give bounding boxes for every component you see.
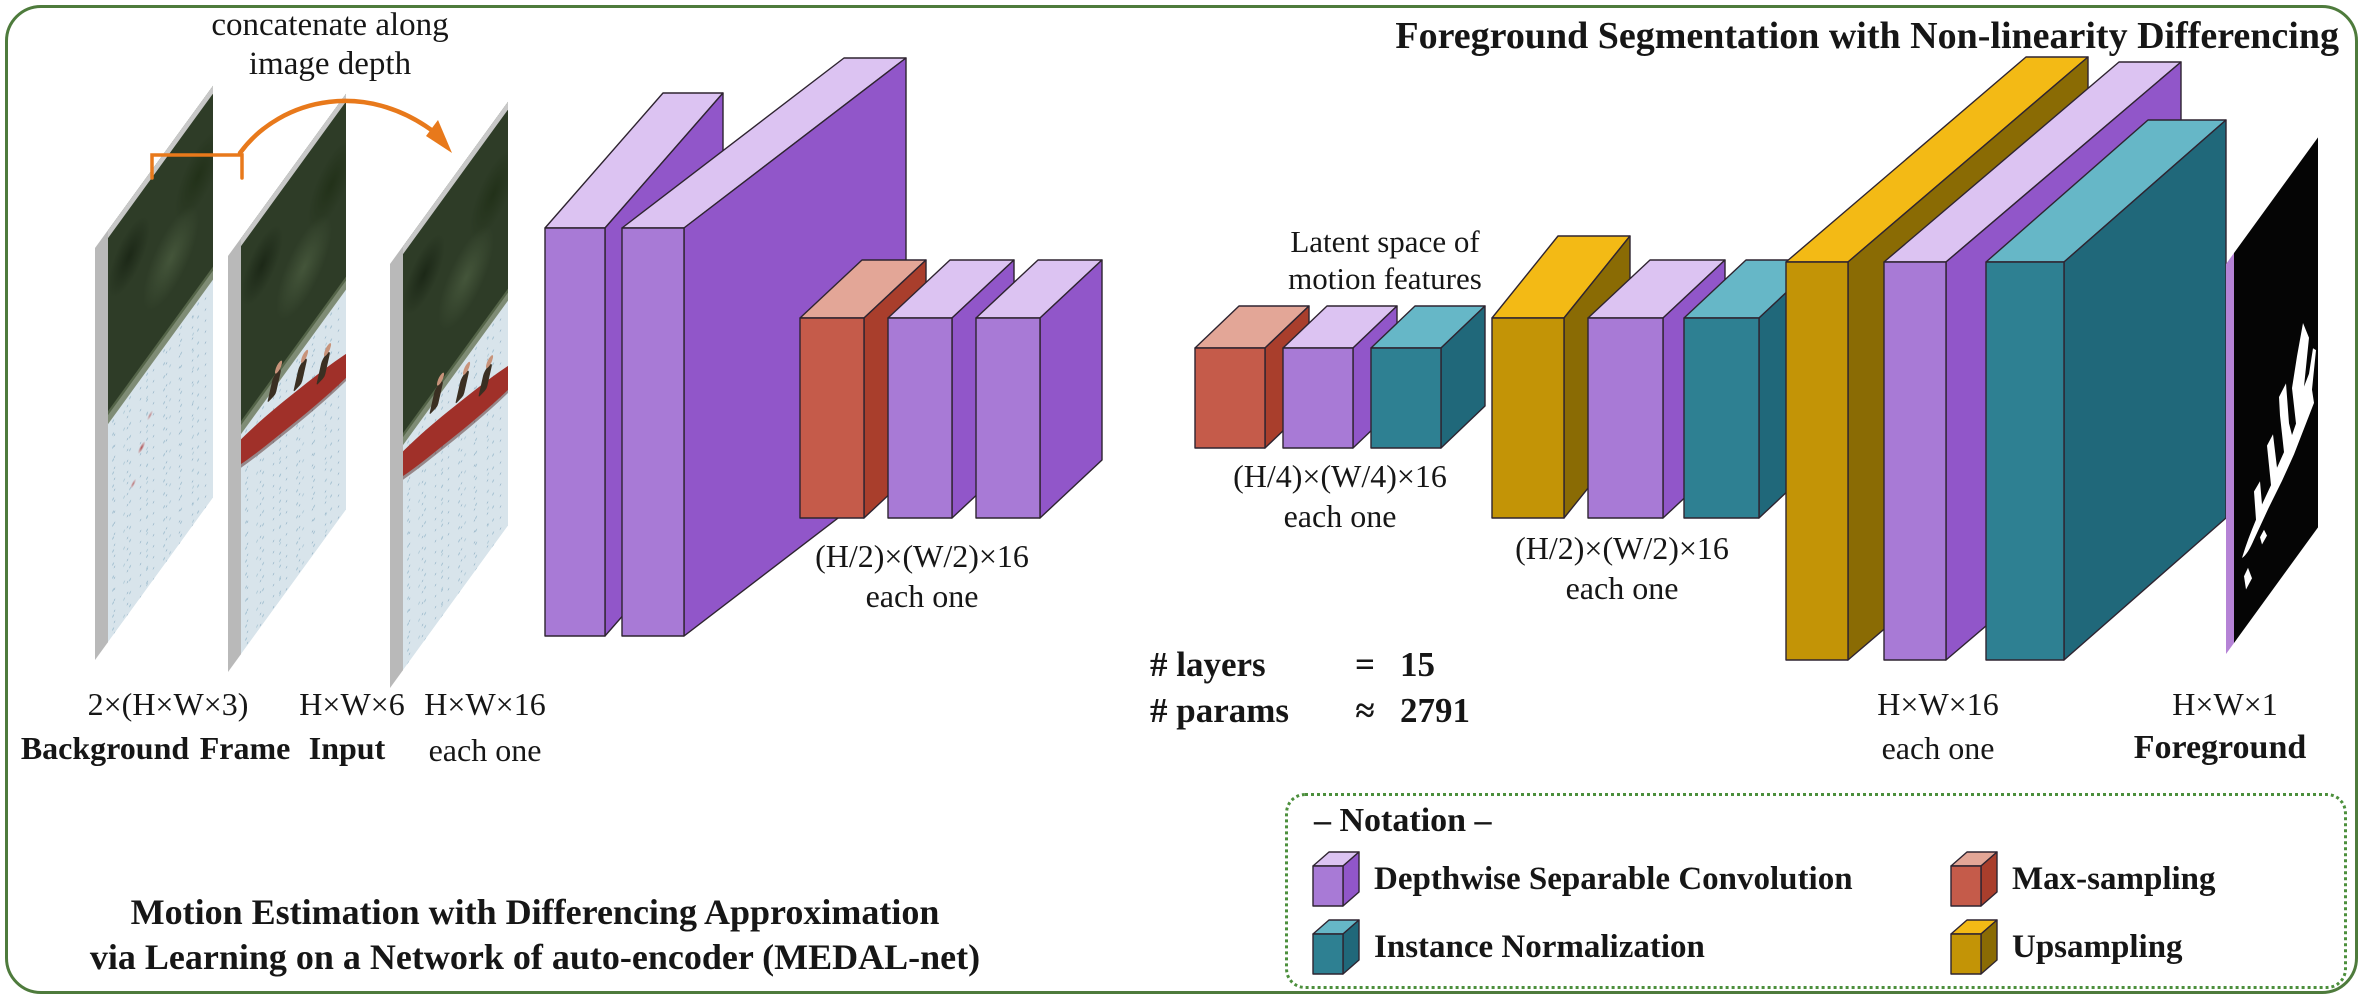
- latent-space-note: Latent space of motion features: [1235, 224, 1535, 297]
- background-dims-label: 2×(H×W×3): [87, 686, 249, 722]
- concatenate-note-line2: image depth: [248, 45, 412, 82]
- enc2-each-label: each one: [865, 578, 979, 614]
- legend-cube-gold-front: [1950, 933, 1982, 975]
- figure-caption-line1: Motion Estimation with Differencing Appr…: [130, 892, 940, 932]
- legend-item-label: Upsampling: [2012, 928, 2183, 965]
- dec1-dims-label: (H/2)×(W/2)×16: [1515, 530, 1729, 566]
- params-label: # params: [1150, 691, 1290, 730]
- legend-item-label: Instance Normalization: [1374, 928, 1705, 965]
- figure-title: Foreground Segmentation with Non-lineari…: [1395, 15, 2339, 57]
- mask-face: [2234, 137, 2318, 643]
- teal-cube-icon: [1310, 916, 1362, 978]
- layers-value: 15: [1400, 645, 1435, 684]
- params-stat: # params ≈ 2791: [1150, 688, 1470, 734]
- legend-item-inorm: Instance Normalization: [1310, 916, 1705, 978]
- figure-caption-line2: via Learning on a Network of auto-encode…: [89, 937, 981, 977]
- enc-maxsampling-1-front: [799, 317, 865, 519]
- notation-legend: – Notation – Depthwise Separable Convolu…: [1285, 793, 2347, 989]
- concat-bracket: [150, 153, 244, 180]
- latent-space-note-line2: motion features: [1288, 260, 1482, 296]
- enc-conv-2-front: [621, 227, 685, 637]
- concat-arrow-curve: [237, 98, 447, 156]
- latent-conv-front: [1282, 347, 1354, 449]
- gold-cube-icon: [1948, 916, 2000, 978]
- legend-item-label: Depthwise Separable Convolution: [1374, 860, 1853, 897]
- layers-stat: # layers = 15: [1150, 642, 1470, 688]
- input-name-label: Input: [308, 730, 386, 766]
- concat-arrowhead-icon: [426, 120, 452, 153]
- dec-instnorm-1-front: [1683, 317, 1760, 519]
- foreground-mask-plane: [2226, 137, 2318, 654]
- latent-each-label: each one: [1283, 498, 1397, 534]
- dec1-each-label: each one: [1565, 570, 1679, 606]
- params-value: 2791: [1400, 691, 1470, 730]
- purple-cube-svg: [1312, 851, 1360, 907]
- enc-conv-1-front: [544, 227, 606, 637]
- enc2-dims-label: (H/2)×(W/2)×16: [815, 538, 1029, 574]
- enc1-each-label: each one: [428, 732, 542, 768]
- teal-cube-svg: [1312, 919, 1360, 975]
- figure-caption: Motion Estimation with Differencing Appr…: [35, 890, 1035, 980]
- frame-name-label: Frame: [199, 730, 291, 766]
- red-cube-svg: [1950, 851, 1998, 907]
- mask-edge: [2226, 252, 2234, 654]
- red-cube-icon: [1948, 848, 2000, 910]
- legend-cube-teal-front: [1312, 933, 1344, 975]
- foreground-name-label: Foreground: [2133, 729, 2307, 766]
- network-stats: # layers = 15 # params ≈ 2791: [1150, 642, 1470, 734]
- legend-title: – Notation –: [1314, 802, 1492, 839]
- background-name-label: Background: [20, 730, 190, 766]
- dec-upsampling-2-front: [1785, 261, 1849, 661]
- dec-upsampling-1-front: [1491, 317, 1565, 519]
- dec-conv-1-front: [1587, 317, 1664, 519]
- gold-cube-svg: [1950, 919, 1998, 975]
- enc1-dims-label: H×W×16: [424, 686, 546, 722]
- legend-cube-purple-front: [1312, 865, 1344, 907]
- input-dims-label: H×W×6: [299, 686, 405, 722]
- enc-conv-4-front: [975, 317, 1041, 519]
- enc-conv-3-front: [887, 317, 953, 519]
- dec-conv-2-front: [1883, 261, 1947, 661]
- dec2-each-label: each one: [1881, 730, 1995, 766]
- params-eq: ≈: [1355, 691, 1375, 730]
- layers-eq: =: [1355, 645, 1375, 684]
- legend-item-dsc: Depthwise Separable Convolution: [1310, 848, 1853, 910]
- output-dims-label: H×W×1: [2172, 686, 2278, 722]
- concatenate-note-line1: concatenate along: [211, 7, 449, 43]
- purple-cube-icon: [1310, 848, 1362, 910]
- legend-item-up: Upsampling: [1948, 916, 2183, 978]
- dec-instnorm-2-front: [1985, 261, 2065, 661]
- legend-cube-red-front: [1950, 865, 1982, 907]
- latent-instnorm-front: [1370, 347, 1442, 449]
- latent-space-note-line1: Latent space of: [1290, 224, 1480, 259]
- latent-dims-label: (H/4)×(W/4)×16: [1233, 458, 1447, 494]
- concatenate-note: concatenate along image depth: [175, 6, 485, 84]
- dec2-dims-label: H×W×16: [1877, 686, 1999, 722]
- foreground-silhouette: [2242, 323, 2316, 590]
- enc-maxsampling-2-front: [1194, 347, 1266, 449]
- layers-label: # layers: [1150, 645, 1266, 684]
- legend-item-label: Max-sampling: [2012, 860, 2216, 897]
- legend-item-max: Max-sampling: [1948, 848, 2216, 910]
